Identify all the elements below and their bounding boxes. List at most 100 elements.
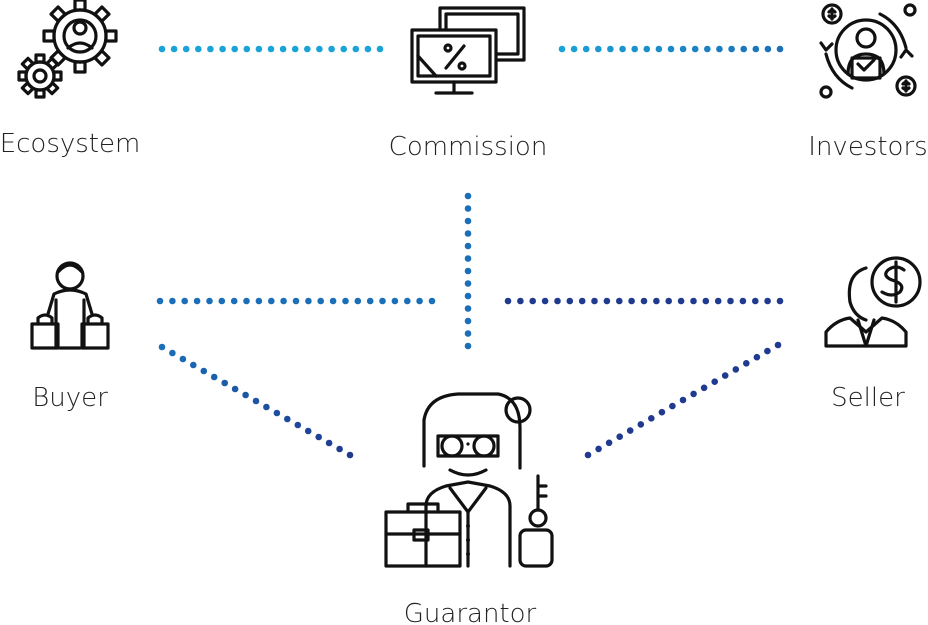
buyer-label: Buyer	[32, 383, 108, 413]
connector-dot	[667, 45, 675, 53]
connector-dot	[679, 45, 687, 53]
connector-dot	[640, 297, 648, 305]
connector-dot	[464, 217, 472, 225]
connector-dot	[595, 445, 602, 453]
connector-buyer-hub	[156, 297, 436, 305]
connector-ecosystem-commission	[158, 45, 384, 53]
connector-dot	[342, 297, 349, 305]
connector-dot	[305, 297, 312, 305]
connector-dot	[210, 373, 218, 381]
connector-dot	[464, 305, 472, 312]
connector-dot	[182, 45, 190, 53]
connector-dot	[352, 45, 360, 53]
connector-dot	[753, 353, 761, 361]
businessman-dollar-icon	[824, 256, 922, 348]
connector-dot	[379, 297, 386, 305]
connector-dot	[255, 297, 263, 305]
ecosystem-label: Ecosystem	[0, 129, 140, 159]
connector-dot	[655, 45, 663, 53]
connector-dot	[464, 342, 472, 350]
percent-monitor-icon	[410, 6, 526, 95]
connector-dot	[315, 433, 323, 441]
connector-dot	[529, 297, 536, 305]
connector-seller-guarantor	[584, 341, 782, 459]
connector-dot	[169, 297, 176, 305]
connector-dot	[605, 439, 613, 447]
connector-dot	[255, 45, 263, 53]
connector-dot	[690, 297, 697, 305]
connector-dot	[566, 297, 574, 305]
connector-dot	[218, 297, 226, 305]
connector-dot	[279, 45, 287, 53]
investor-cycle-icon	[819, 3, 917, 99]
connector-dot	[464, 317, 472, 325]
connector-dot	[364, 45, 372, 53]
connector-dot	[280, 297, 287, 305]
connector-dot	[464, 280, 472, 287]
connector-dot	[714, 297, 722, 305]
connector-dot	[428, 297, 436, 305]
connector-dot	[158, 343, 166, 351]
connector-dot	[243, 297, 250, 305]
connector-dot	[607, 45, 614, 53]
connector-dot	[691, 45, 699, 53]
connector-dot	[648, 415, 655, 422]
connector-dot	[243, 45, 251, 53]
connector-dot	[764, 347, 771, 355]
connector-dot	[291, 45, 299, 53]
connector-dot	[267, 45, 275, 53]
connector-dot	[677, 297, 685, 305]
connector-dot	[316, 45, 323, 53]
connector-dot	[700, 384, 708, 392]
connector-dot	[464, 292, 472, 300]
connector-dot	[752, 45, 760, 53]
connector-dot	[231, 385, 239, 393]
connector-dot	[242, 391, 249, 399]
connector-dot	[504, 297, 512, 305]
connector-dot	[169, 349, 176, 357]
connector-dot	[292, 297, 300, 305]
connector-dot	[578, 297, 586, 305]
connector-dot	[193, 297, 201, 305]
connector-dot	[376, 45, 384, 53]
connector-dot	[200, 367, 208, 375]
connectors	[156, 45, 784, 459]
connector-dot	[206, 297, 213, 305]
connector-dot	[764, 297, 771, 305]
connector-dot	[702, 297, 710, 305]
shopper-bags-icon	[30, 261, 110, 350]
connector-dot	[195, 45, 202, 53]
connector-dot	[732, 366, 740, 373]
connector-dot	[776, 297, 784, 305]
connector-dot	[619, 45, 626, 53]
connector-dot	[263, 403, 270, 411]
connector-dot	[631, 45, 638, 53]
connector-dot	[591, 297, 598, 305]
connector-dot	[181, 297, 188, 305]
connector-dot	[721, 372, 729, 379]
seller-label: Seller	[831, 383, 905, 413]
connector-dot	[340, 45, 348, 53]
connector-dot	[643, 45, 651, 53]
connector-dot	[764, 45, 772, 53]
connector-dot	[616, 297, 623, 305]
connector-buyer-guarantor	[158, 343, 354, 459]
woman-briefcase-key-icon	[384, 392, 554, 568]
connector-dot	[336, 445, 343, 453]
connector-dot	[653, 297, 660, 305]
guarantor-label: Guarantor	[404, 599, 537, 625]
connector-dot	[329, 297, 337, 305]
connector-dot	[570, 45, 578, 53]
connector-dot	[464, 242, 472, 250]
connector-dot	[464, 267, 472, 275]
connector-dot	[739, 297, 747, 305]
connector-dot	[740, 45, 747, 53]
connector-dot	[284, 415, 291, 423]
connector-dot	[252, 397, 260, 405]
connector-dot	[404, 297, 411, 305]
connector-dot	[464, 205, 472, 212]
connector-dot	[582, 45, 590, 53]
connector-dot	[464, 230, 472, 237]
connector-dot	[558, 45, 566, 53]
connector-dot	[616, 433, 623, 441]
